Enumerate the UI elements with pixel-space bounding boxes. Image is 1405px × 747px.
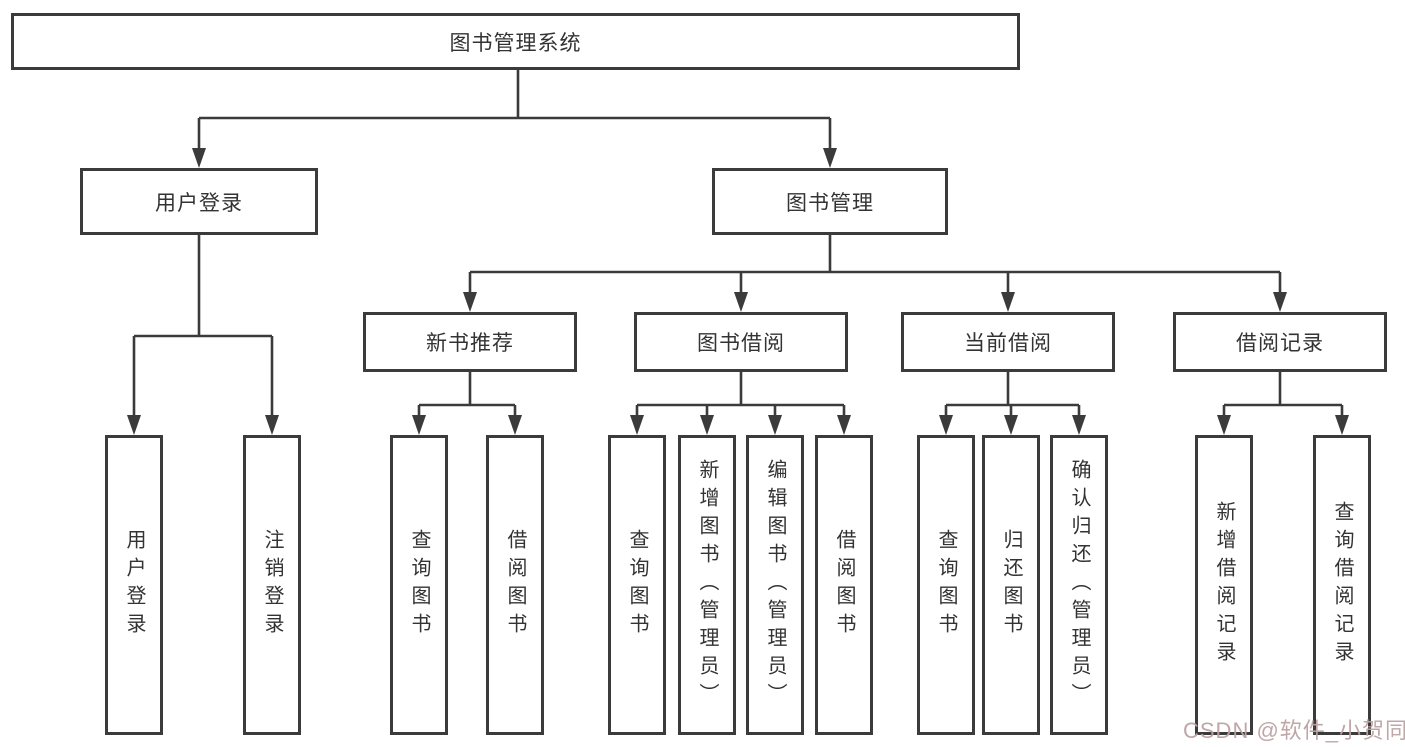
node-recommend-borrow-books: 借阅图书 [486,435,544,735]
node-book-borrow: 图书借阅 [634,312,848,372]
node-label: 用户登录 [155,190,243,215]
watermark: CSDN @软件_小贺同学 [1183,718,1405,743]
node-label: 新增借阅记录 [1213,501,1235,669]
node-label: 确认归还（管理员） [1068,459,1090,711]
node-login: 用户登录 [105,435,163,735]
node-records-add-record: 新增借阅记录 [1195,435,1253,735]
node-current-confirm-return-admin: 确认归还（管理员） [1050,435,1108,735]
node-logout: 注销登录 [243,435,301,735]
node-label: 归还图书 [1000,529,1022,641]
node-label: 新增图书（管理员） [696,459,718,711]
node-label: 图书管理 [786,190,874,215]
node-borrow-add-books-admin: 新增图书（管理员） [678,435,736,735]
node-label: 查询图书 [408,529,430,641]
node-label: 编辑图书（管理员） [764,459,786,711]
node-label: 注销登录 [261,529,283,641]
node-borrow-query-books: 查询图书 [608,435,666,735]
node-label: 借阅图书 [833,529,855,641]
node-current-query-books: 查询图书 [917,435,975,735]
node-label: 借阅图书 [504,529,526,641]
node-records-query-record: 查询借阅记录 [1313,435,1371,735]
node-user-login: 用户登录 [80,168,318,235]
node-book-management: 图书管理 [712,168,948,235]
node-label: 借阅记录 [1236,331,1324,355]
node-recommend-query-books: 查询图书 [390,435,448,735]
node-borrow-records: 借阅记录 [1173,312,1387,372]
node-label: 当前借阅 [964,331,1052,355]
node-label: 图书借阅 [697,331,785,355]
node-borrow-edit-books-admin: 编辑图书（管理员） [746,435,804,735]
node-label: 查询图书 [935,529,957,641]
node-current-borrow: 当前借阅 [901,312,1115,372]
node-label: 查询图书 [626,529,648,641]
node-current-return-books: 归还图书 [982,435,1040,735]
node-label: 查询借阅记录 [1331,501,1353,669]
node-label: 新书推荐 [426,331,514,355]
node-borrow-borrow-books: 借阅图书 [815,435,873,735]
node-new-book-recommend: 新书推荐 [363,312,577,372]
node-label: 图书管理系统 [449,30,582,55]
node-root: 图书管理系统 [11,13,1020,70]
node-label: 用户登录 [123,529,145,641]
